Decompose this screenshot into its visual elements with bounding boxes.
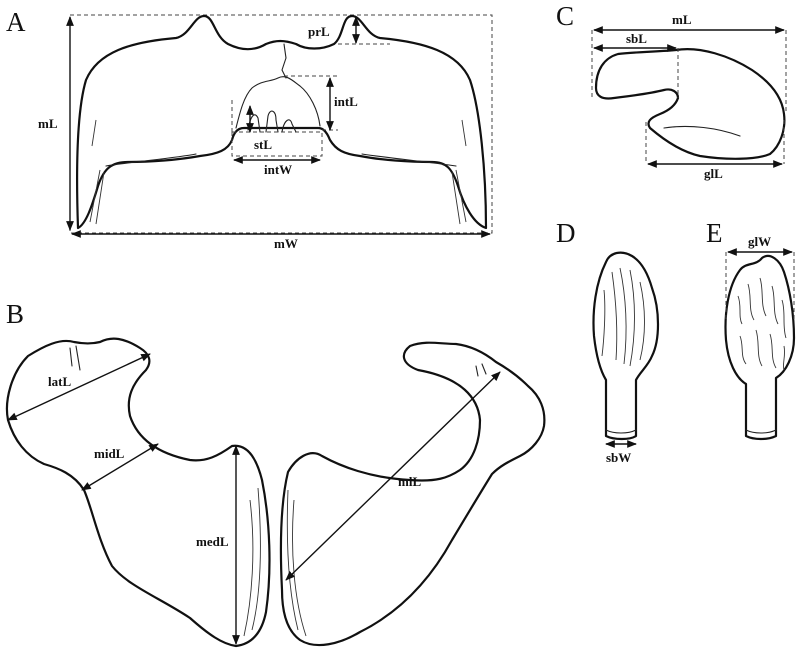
label-mw: mW: [274, 236, 298, 251]
label-stl: stL: [254, 137, 272, 152]
label-ml-a: mL: [38, 116, 58, 131]
panel-e-outline: [724, 254, 796, 441]
panel-a-lateral-hatching: [89, 119, 467, 225]
label-gll: glL: [704, 166, 723, 181]
panel-e-texture: [737, 277, 787, 371]
label-intl: intL: [334, 94, 358, 109]
panel-e-base-ring: [745, 429, 777, 434]
label-intw: intW: [264, 162, 292, 177]
panel-e: E glW: [706, 218, 796, 441]
panel-b-left-piece: [5, 337, 271, 648]
label-glw: glW: [748, 234, 771, 249]
panel-a-midline: [281, 43, 287, 79]
panel-c: C mL sbL glL: [556, 1, 787, 181]
panel-c-letter: C: [556, 1, 574, 31]
label-sbl: sbL: [626, 31, 647, 46]
panel-b-midl-arrow: [81, 443, 159, 491]
label-sbw: sbW: [606, 450, 631, 465]
panel-a-letter: A: [6, 7, 26, 37]
panel-a-intw-box: [231, 131, 323, 157]
panel-b-latl-arrow: [7, 353, 151, 421]
label-medl: medL: [196, 534, 229, 549]
panel-b-letter: B: [6, 299, 24, 329]
panel-d-letter: D: [556, 218, 576, 248]
label-mll: mlL: [398, 474, 421, 489]
panel-a: A prL mL intL stL: [6, 7, 493, 251]
panel-a-left-edge: [105, 153, 197, 167]
panel-b-left-edge-hatch: [243, 487, 261, 637]
panel-d-folds: [601, 267, 645, 367]
panel-b: B latL midL medL mlL: [5, 299, 546, 648]
panel-c-inner-line: [663, 125, 741, 137]
panel-a-body-outline: [76, 14, 488, 230]
label-midl: midL: [94, 446, 125, 461]
label-latl: latL: [48, 374, 71, 389]
label-ml-c: mL: [672, 12, 692, 27]
label-prl: prL: [308, 24, 330, 39]
panel-d: D sbW: [556, 218, 660, 465]
panel-a-central-structure: [235, 76, 321, 129]
panel-c-outline: [594, 48, 786, 160]
panel-b-right-piece: [279, 341, 546, 647]
panel-e-letter: E: [706, 218, 723, 248]
panel-a-right-edge: [361, 153, 457, 167]
panel-d-base-ring: [605, 429, 637, 434]
panel-b-mll-arrow: [285, 371, 501, 581]
